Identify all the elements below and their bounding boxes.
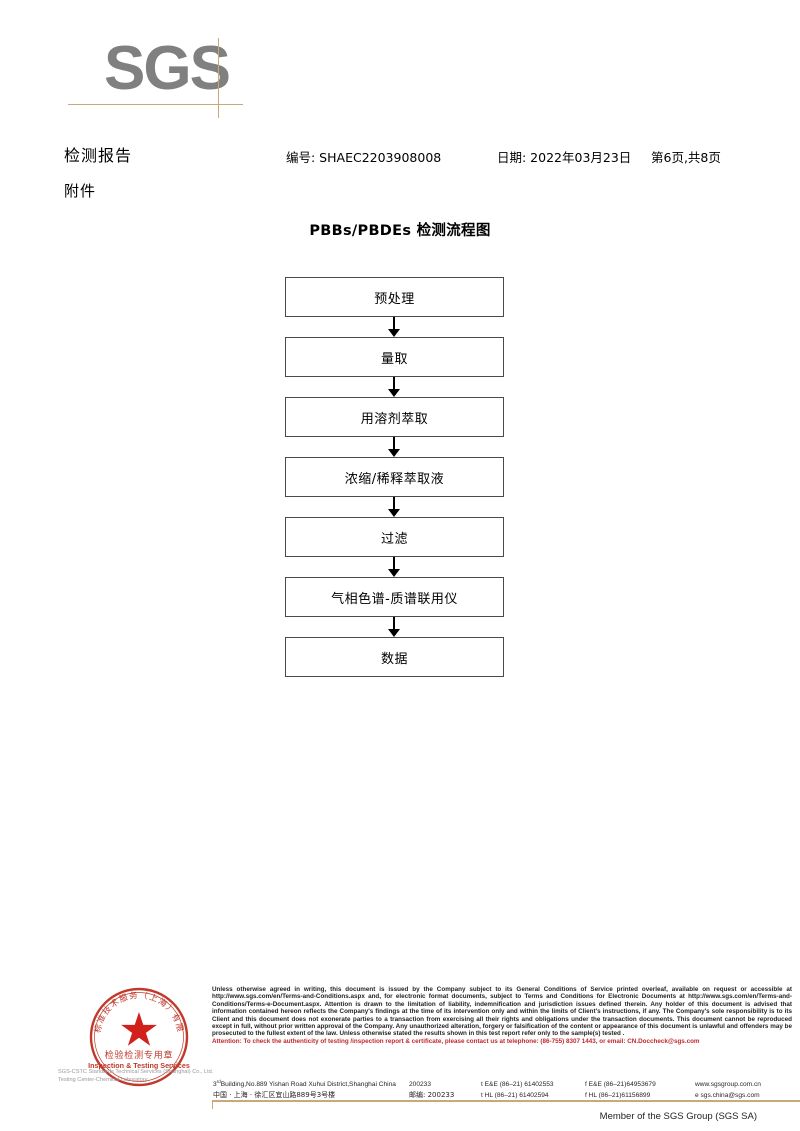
- flowchart: 预处理 量取 用溶剂萃取 浓缩/稀释萃取液 过滤 气相色谱-质谱联用仪 数据: [285, 277, 504, 677]
- address-cn: 中国 · 上海 · 徐汇区宜山路889号3号楼: [213, 1091, 336, 1100]
- seal-caption-line1: SGS-CSTC Standards Technical Services (S…: [58, 1069, 214, 1075]
- address-row-cn: 中国 · 上海 · 徐汇区宜山路889号3号楼 邮编: 200233 t HL …: [213, 1090, 799, 1101]
- seal-caption-line2: Testing Center-Chemical Laboratory: [58, 1077, 148, 1083]
- fax-ee: f E&E (86–21)64953679: [585, 1081, 656, 1089]
- disclaimer-text: Unless otherwise agreed in writing, this…: [212, 986, 792, 1038]
- member-of-group: Member of the SGS Group (SGS SA): [599, 1111, 757, 1122]
- footer-address-block: 3rdBuilding,No.889 Yishan Road Xuhui Dis…: [213, 1077, 799, 1101]
- website: www.sgsgroup.com.cn: [695, 1081, 761, 1089]
- company-seal: 上海标准技术服务（上海）有限公司 检验检测专用章 Inspection & Te…: [88, 986, 190, 1088]
- flow-arrow-6: [285, 617, 504, 637]
- page-indicator: 第6页,共8页: [651, 150, 721, 165]
- flow-step-5: 过滤: [285, 517, 504, 557]
- email: e sgs.china@sgs.com: [695, 1092, 760, 1100]
- flow-step-6: 气相色谱-质谱联用仪: [285, 577, 504, 617]
- flow-step-3: 用溶剂萃取: [285, 397, 504, 437]
- flow-arrow-5: [285, 557, 504, 577]
- logo-vertical-rule: [218, 38, 219, 118]
- svg-text:Inspection & Testing Services: Inspection & Testing Services: [88, 1061, 190, 1070]
- address-en-text: Building,No.889 Yishan Road Xuhui Distri…: [220, 1081, 396, 1089]
- address-en-sup: rd: [216, 1079, 221, 1084]
- attachment-label: 附件: [64, 182, 97, 200]
- flow-step-1: 预处理: [285, 277, 504, 317]
- footer-separator-tick: [212, 1100, 214, 1109]
- footer-separator: [212, 1100, 800, 1102]
- logo-horizontal-rule: [68, 104, 243, 105]
- address-en: 3rdBuilding,No.889 Yishan Road Xuhui Dis…: [213, 1077, 409, 1090]
- flowchart-title: PBBs/PBDEs 检测流程图: [309, 223, 491, 239]
- tel-ee: t E&E (86–21) 61402553: [481, 1081, 554, 1089]
- svg-text:检验检测专用章: 检验检测专用章: [105, 1049, 174, 1061]
- zip-cn: 邮编: 200233: [409, 1091, 455, 1100]
- flow-step-4: 浓缩/稀释萃取液: [285, 457, 504, 497]
- flow-arrow-1: [285, 317, 504, 337]
- flow-arrow-2: [285, 377, 504, 397]
- flow-step-2: 量取: [285, 337, 504, 377]
- footer-disclaimer: Unless otherwise agreed in writing, this…: [212, 986, 792, 1045]
- address-en-prefix: 3: [213, 1081, 217, 1089]
- seal-graphic: 上海标准技术服务（上海）有限公司 检验检测专用章 Inspection & Te…: [88, 986, 190, 1087]
- seal-caption: SGS-CSTC Standards Technical Services (S…: [58, 1068, 218, 1084]
- tel-hl: t HL (86–21) 61402594: [481, 1092, 549, 1100]
- flow-step-7: 数据: [285, 637, 504, 677]
- attention-notice: Attention: To check the authenticity of …: [212, 1037, 700, 1045]
- sgs-logo-text: SGS: [104, 34, 231, 103]
- page-title: 检测报告: [64, 146, 133, 165]
- flow-arrow-4: [285, 497, 504, 517]
- report-date: 日期: 2022年03月23日: [497, 150, 632, 165]
- zip-en: 200233: [409, 1081, 432, 1089]
- address-row-en: 3rdBuilding,No.889 Yishan Road Xuhui Dis…: [213, 1077, 799, 1090]
- flow-arrow-3: [285, 437, 504, 457]
- fax-hl: f HL (86–21)61156899: [585, 1092, 651, 1100]
- sgs-logo: SGS: [68, 34, 268, 119]
- report-number: 编号: SHAEC2203908008: [286, 150, 442, 165]
